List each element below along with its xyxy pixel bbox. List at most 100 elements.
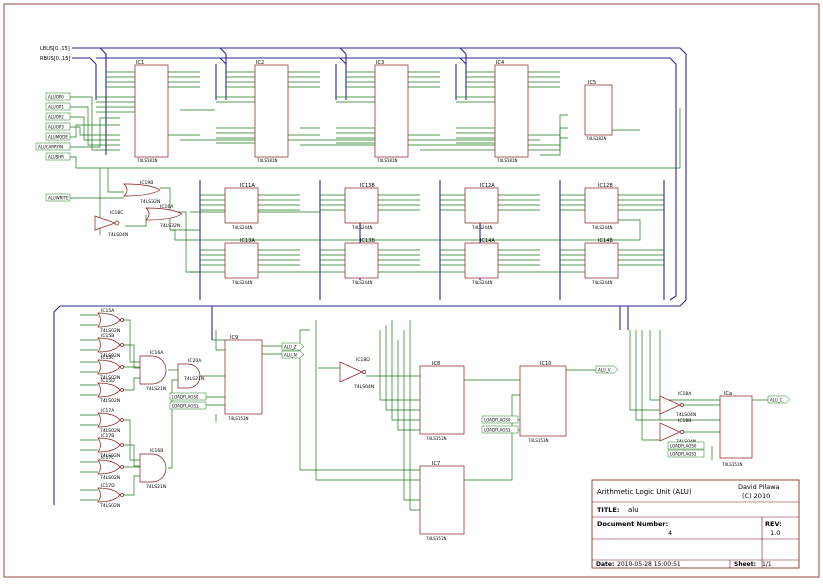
svg-text:IC18A: IC18A [678,391,692,397]
svg-text:IC8: IC8 [432,361,440,367]
svg-text:74LS21N: 74LS21N [146,484,166,490]
svg-text:IC17A: IC17A [101,408,115,414]
and-gate-ic16a [139,355,167,385]
svg-text:IC7: IC7 [432,461,440,467]
svg-text:ALUOP2: ALUOP2 [48,115,64,120]
sheet-label: Sheet: [734,561,756,568]
and-gate-ic16b [139,453,167,483]
ic3-part: 74LS181N [377,158,397,163]
svg-text:74LS153N: 74LS153N [528,438,548,443]
carry-chip-ic5 [584,84,613,136]
gate-part: 74LS32N [160,223,180,229]
output-port-aluv: ALU_V [595,365,619,374]
svg-text:ALU_Z: ALU_Z [284,345,297,350]
mux-chip-ic7 [419,465,465,535]
svg-text:74LS04N: 74LS04N [354,384,374,390]
input-ports: ALUOP0 ALUOP1 ALUOP2 ALUOP3 ALUMODE ALUC… [35,92,71,202]
ic4-ref: IC4 [496,60,504,66]
adder-chip-ic4 [494,64,529,158]
svg-text:74LS151N: 74LS151N [426,436,446,441]
buffer-part: 74LS244N [232,280,252,285]
control-gates [94,183,183,231]
title-value: alu [628,506,639,514]
sheet-border [3,3,820,578]
svg-text:74LS02N: 74LS02N [100,353,120,359]
gate-part: 74LS04N [108,232,128,238]
svg-text:IC16A: IC16A [150,350,164,356]
svg-text:ALU_N: ALU_N [284,353,297,358]
buffer-part: 74LS244N [232,225,252,230]
ic5-ref: IC5 [588,80,596,86]
sheet-value: 1/1 [762,561,772,568]
gate-part: 74LS32N [140,199,160,205]
svg-text:ALUOP1: ALUOP1 [48,105,64,110]
svg-text:IC17C: IC17C [101,455,114,461]
svg-text:74LS151N: 74LS151N [426,536,446,541]
svg-text:IC17B: IC17B [101,433,114,439]
buffer-ref: IC11A [240,183,255,189]
title-block: Arithmetic Logic Unit (ALU) David Pilawa… [591,479,800,569]
output-port-aluz: ALU_Z [281,342,305,351]
svg-text:IC16B: IC16B [150,448,163,454]
svg-text:74LS02N: 74LS02N [100,398,120,404]
svg-text:74LS153N: 74LS153N [228,416,248,421]
svg-text:74LS21N: 74LS21N [146,386,166,392]
svg-text:IC15A: IC15A [101,308,115,314]
date-value: 2010-05-28 15:00:51 [617,561,681,568]
svg-text:74LS02N: 74LS02N [100,503,120,509]
buffer-ref: IC12A [480,183,495,189]
mux-chip-ic10 [519,365,567,437]
copyright: (C) 2010 [742,492,770,500]
mux-chip-ic9 [224,339,263,415]
inverter-bubble [114,220,120,226]
or-gate-ic19b [123,183,161,197]
output-ports: ALU_Z ALU_N ALU_V ALU_C [281,342,791,404]
buffer-ref: IC14B [598,238,613,244]
control-gate-labels: IC19B 74LS32N IC16A 74LS32N IC18C 74LS04… [108,180,180,238]
adder-chip-ic3 [374,64,409,158]
svg-text:IC15B: IC15B [101,333,114,339]
svg-text:ALUSHR: ALUSHR [48,155,64,160]
buffer-part: 74LS244N [472,225,492,230]
input-port-aluwrite: ALUWRITE [45,193,71,202]
buffer-ref: IC13B [360,183,375,189]
buffer-ref: IC13B [360,238,375,244]
inverter-triangles [339,361,684,442]
ic3-ref: IC3 [376,60,384,66]
rev-label: REV: [765,520,782,528]
title-label: TITLE: [597,506,619,514]
svg-text:IC17D: IC17D [101,483,115,489]
svg-text:74LS04N: 74LS04N [676,412,696,418]
adder-labels: IC1 74LS181N IC2 74LS181N IC3 74LS181N I… [136,60,606,163]
mux-chip-ic8 [419,365,465,435]
rbus-label: RBUS[0..15] [40,56,70,62]
input-port-alucarryin: ALUCARRYIN [35,142,71,151]
svg-text:LOADFLAGS0: LOADFLAGS0 [484,418,511,423]
buffer-chips [224,187,619,279]
svg-text:ALUWRITE: ALUWRITE [48,196,69,201]
or-gate-ic16a [145,207,183,221]
adder-chip-ic1 [134,64,169,158]
buffer-part: 74LS244N [352,280,372,285]
nor-gate-bank [97,312,201,503]
mux-chips [224,339,753,535]
svg-text:74LS02N: 74LS02N [100,375,120,381]
svg-text:74LS21N: 74LS21N [184,376,204,382]
ic5-part: 74LS182N [586,136,606,141]
svg-text:ICa: ICa [724,391,732,397]
svg-text:ALUCARRYIN: ALUCARRYIN [38,145,63,150]
svg-text:IC10: IC10 [540,361,551,367]
svg-text:LOADFLAGS1: LOADFLAGS1 [172,404,199,409]
svg-text:74LS02N: 74LS02N [100,328,120,334]
lbus-label: LBUS[0..15] [40,46,70,52]
svg-text:IC18D: IC18D [356,357,370,363]
input-port-alumode: ALUMODE [45,132,71,141]
ic4-part: 74LS181N [497,158,517,163]
ic2-ref: IC2 [256,60,264,66]
loadflag-ports: LOADFLAGS0 LOADFLAGS1 LOADFLAGS0 LOADFLA… [169,392,705,458]
svg-text:74LS151N: 74LS151N [722,462,742,467]
gate-ref: IC19B [140,180,153,186]
ic2-part: 74LS181N [257,158,277,163]
